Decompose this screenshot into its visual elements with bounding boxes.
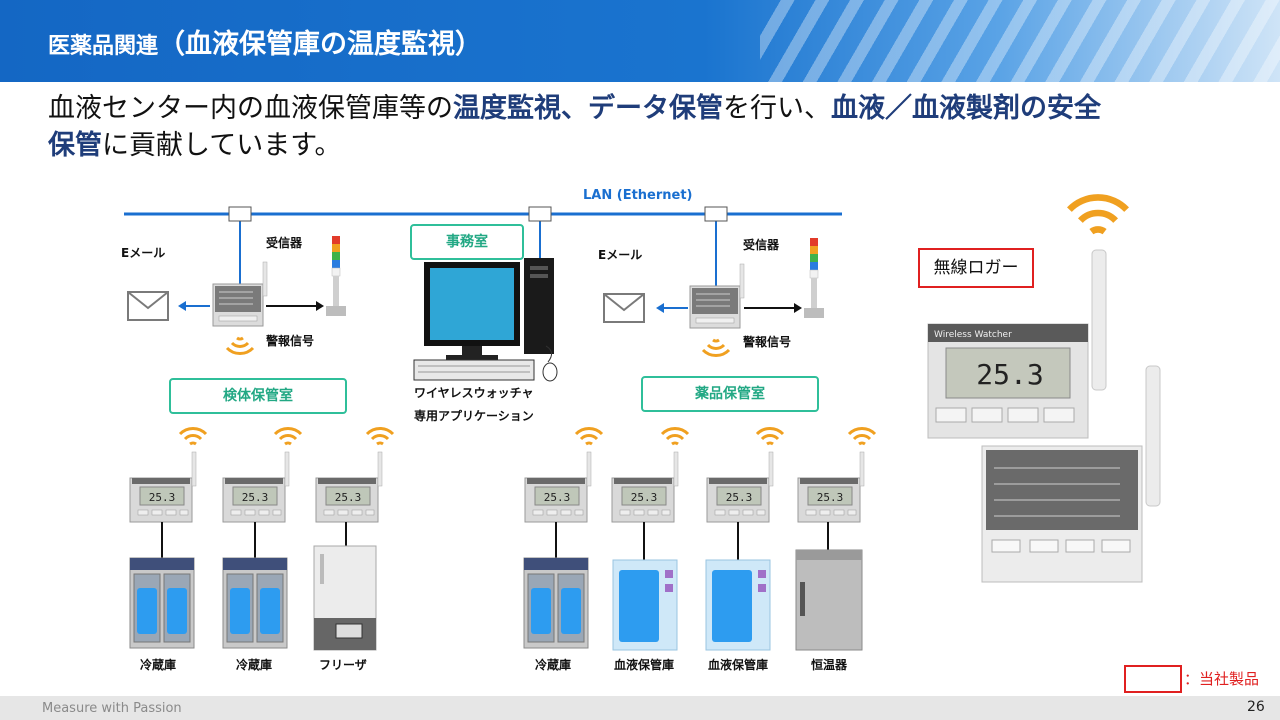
receiver-label-right: 受信器 [743, 238, 780, 252]
alarm-label-left: 警報信号 [266, 334, 315, 348]
pc-tower [524, 258, 554, 354]
lead-text: 血液センター内の血液保管庫等の温度監視、データ保管を行い、血液／血液製剤の安全保… [48, 90, 1228, 164]
wifi-logger-r2-icon [660, 426, 690, 446]
footer-bar [0, 696, 1280, 720]
fridge-l2 [222, 557, 288, 649]
fridge-r1 [523, 557, 589, 649]
office-room-box: 事務室 [410, 224, 524, 260]
lead-part-2: を行い、 [723, 93, 831, 124]
wifi-receiver-left-icon [225, 336, 255, 356]
email-arrowhead-right [656, 303, 664, 313]
lead-part-1: 血液センター内の血液保管庫等の [48, 93, 453, 124]
incubator [795, 549, 863, 651]
page-title-prefix: 医薬品関連 [48, 34, 159, 59]
email-envelope-icon-left [127, 291, 169, 321]
large-logger-brand-text: Wireless Watcher [934, 330, 1012, 340]
receiver-label-left: 受信器 [266, 236, 303, 250]
page-title-main: （血液保管庫の温度監視） [158, 29, 483, 60]
wireless-logger-callout: 無線ロガー [918, 248, 1034, 288]
pc-keyboard [413, 359, 535, 381]
pc-screen [430, 268, 514, 340]
logger-r4 [797, 451, 865, 523]
lan-label: LAN (Ethernet) [583, 188, 693, 203]
email-envelope-icon-right [603, 293, 645, 323]
device-label-l1: 冷蔵庫 [140, 658, 177, 672]
signal-tower-left [325, 235, 347, 317]
software-label-line2: 専用アプリケーション [414, 409, 534, 423]
page-number: 26 [1247, 699, 1265, 715]
logger-r1 [524, 451, 592, 523]
footer-tagline: Measure with Passion [42, 701, 182, 716]
header-bar [0, 0, 1280, 82]
wifi-logger-l3-icon [365, 426, 395, 446]
signal-tower-right [803, 237, 825, 319]
device-label-l2: 冷蔵庫 [236, 658, 273, 672]
email-arrowhead-left [178, 301, 186, 311]
fridge-l1 [129, 557, 195, 649]
wifi-large-logger-icon [1069, 197, 1126, 231]
page-title: 医薬品関連（血液保管庫の温度監視） [48, 22, 482, 61]
device-label-r3: 血液保管庫 [708, 658, 769, 672]
room-box-right: 薬品保管室 [641, 376, 819, 412]
alarm-arrowhead-right [794, 303, 802, 313]
blood-storage-r3 [705, 559, 771, 651]
large-logger-display-text: 25.3 [976, 358, 1043, 391]
wifi-receiver-right-icon [701, 338, 731, 358]
lan-hub-office [528, 206, 552, 222]
logger-l2 [222, 451, 290, 523]
device-label-l3: フリーザ [319, 658, 367, 672]
alarm-label-right: 警報信号 [743, 335, 792, 349]
lead-bold-3: 保管 [48, 130, 102, 161]
alarm-arrowhead-left [316, 301, 324, 311]
blood-storage-r2 [612, 559, 678, 651]
wifi-logger-r1-icon [574, 426, 604, 446]
logger-l3 [315, 451, 383, 523]
product-legend-box [1124, 665, 1182, 693]
wifi-logger-l1-icon [178, 426, 208, 446]
logger-l1 [129, 451, 197, 523]
device-label-r4: 恒温器 [811, 658, 848, 672]
pc-mouse [542, 362, 558, 382]
header-stripes [760, 0, 1280, 82]
large-receiver-front [981, 365, 1161, 583]
email-label-right: Eメール [598, 248, 643, 262]
device-label-r1: 冷蔵庫 [535, 658, 572, 672]
lead-bold-2: 血液／血液製剤の安全 [831, 93, 1101, 124]
lead-part-3: に貢献しています。 [102, 130, 342, 161]
lan-hub-left [228, 206, 252, 222]
wifi-logger-r4-icon [847, 426, 877, 446]
logger-r2 [611, 451, 679, 523]
email-label-left: Eメール [121, 246, 166, 260]
freezer [313, 545, 377, 651]
device-label-r2: 血液保管庫 [614, 658, 675, 672]
lead-bold-1: 温度監視、データ保管 [453, 93, 723, 124]
large-logger-front: Wireless Watcher 25.3 [927, 249, 1107, 439]
software-label-line1: ワイヤレスウォッチャ [414, 386, 534, 400]
lan-hub-right [704, 206, 728, 222]
room-box-left: 検体保管室 [169, 378, 347, 414]
logger-r3 [706, 451, 774, 523]
product-legend-text: ：当社製品 [1184, 670, 1260, 688]
wifi-logger-l2-icon [273, 426, 303, 446]
wifi-logger-r3-icon [755, 426, 785, 446]
